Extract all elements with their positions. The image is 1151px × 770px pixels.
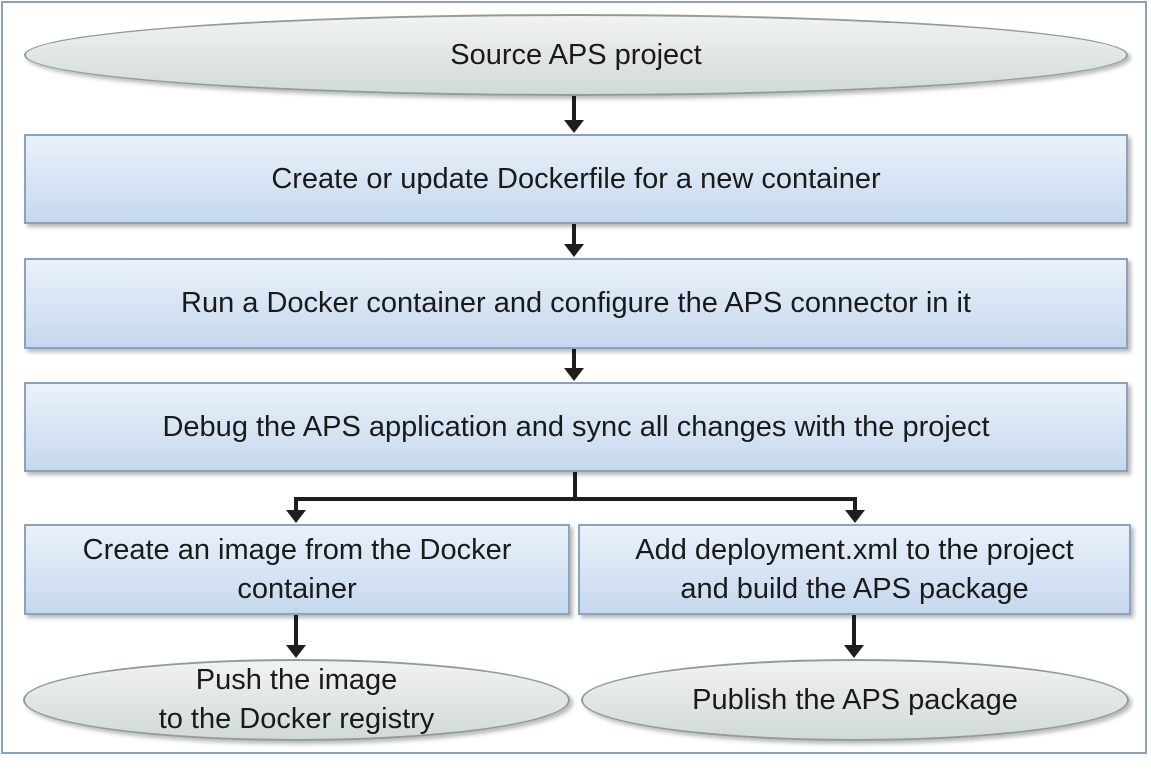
arrowhead-icon (564, 368, 584, 381)
debug-step-label: Debug the APS application and sync all c… (162, 410, 990, 443)
create-image-step-label-line1: Create an image from the Docker (82, 533, 512, 566)
add-deployment-step-label-line2: and build the APS package (680, 572, 1029, 605)
add-deployment-step: Add deployment.xml to the project and bu… (578, 524, 1131, 615)
start-node: Source APS project (24, 14, 1128, 96)
push-image-node-label-line2: to the Docker registry (158, 703, 435, 735)
run-container-step: Run a Docker container and configure the… (24, 258, 1128, 349)
publish-node-label: Publish the APS package (692, 683, 1018, 716)
arrowhead-icon (845, 510, 865, 523)
debug-step: Debug the APS application and sync all c… (24, 382, 1128, 472)
arrowhead-icon (286, 645, 306, 658)
push-image-node-label-line1: Push the image (195, 664, 398, 696)
arrowhead-icon (286, 510, 306, 523)
arrow-debug-split (296, 472, 855, 501)
dockerfile-step: Create or update Dockerfile for a new co… (24, 134, 1128, 224)
add-deployment-step-label-line1: Add deployment.xml to the project (635, 533, 1074, 566)
push-image-node: Push the image to the Docker registry (23, 659, 570, 741)
arrowhead-icon (564, 120, 584, 133)
run-container-step-label: Run a Docker container and configure the… (181, 287, 971, 319)
arrowhead-icon (844, 645, 864, 658)
dockerfile-step-label: Create or update Dockerfile for a new co… (271, 162, 881, 195)
create-image-step: Create an image from the Docker containe… (24, 524, 570, 615)
create-image-step-label-line2: container (237, 572, 357, 605)
arrowhead-icon (564, 244, 584, 257)
start-node-label: Source APS project (450, 38, 702, 71)
diagram-frame (1, 1, 1147, 754)
publish-node: Publish the APS package (581, 659, 1129, 741)
